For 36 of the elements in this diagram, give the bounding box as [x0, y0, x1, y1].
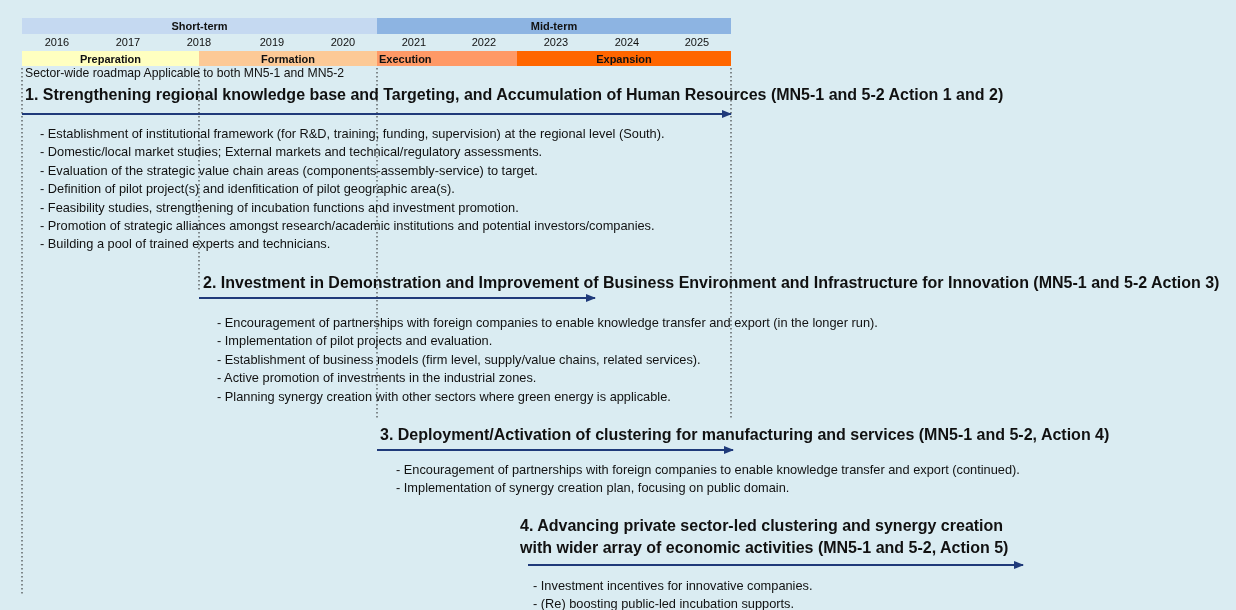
- year-label: 2024: [613, 35, 641, 49]
- year-label: 2021: [400, 35, 428, 49]
- bullet-text: - Implementation of pilot projects and evaluation.: [217, 333, 493, 349]
- period-band: Mid-term: [377, 18, 731, 34]
- year-label: 2018: [185, 35, 213, 49]
- action-heading: 2. Investment in Demonstration and Improvement of Business Environment and Infrastructure for Innovation (MN5-1 and 5-2 Action 3): [203, 273, 1220, 293]
- action-heading: 1. Strengthening regional knowledge base and Targeting, and Accumulation of Human Resources (MN5-1 and 5-2 Action 1 and 2): [25, 85, 1004, 105]
- action-heading: 4. Advancing private sector-led clustering and synergy creation with wider array of economic activities (MN5-1 and 5-2, Action 5): [520, 516, 1010, 558]
- phase-bar: Expansion: [517, 51, 731, 66]
- bullet-text: - Encouragement of partnerships with foreign companies to enable knowledge transfer and export (continued).: [396, 462, 1020, 477]
- year-label: 2022: [470, 35, 498, 49]
- bullet-text: - Planning synergy creation with other sectors where green energy is applicable.: [217, 388, 671, 404]
- bullet-text: - Feasibility studies, strengthening of incubation functions and investment promotion.: [40, 199, 519, 215]
- bullet-text: - Domestic/local market studies; External markets and technical/regulatory assessments.: [40, 144, 543, 160]
- bullet-text: - Investment incentives for innovative companies.: [533, 578, 813, 593]
- bullet-text: - Active promotion of investments in the industrial zones.: [217, 370, 537, 386]
- phase-bar: Execution: [377, 51, 517, 66]
- year-label: 2017: [114, 35, 142, 49]
- phase-bar: Preparation: [22, 51, 199, 66]
- bullet-text: - Encouragement of partnerships with foreign companies to enable knowledge transfer and export (in the longer run).: [217, 315, 878, 330]
- year-label: 2016: [43, 35, 71, 49]
- bullet-text: - Evaluation of the strategic value chain areas (components-assembly-service) to target.: [40, 162, 538, 178]
- bullet-text: - Establishment of institutional framework (for R&D, training, funding, supervision) at the regional level (South).: [40, 126, 665, 141]
- bullet-text: - Establishment of business models (firm level, supply/value chains, related services).: [217, 351, 701, 367]
- phase-bar: Formation: [199, 51, 377, 66]
- bullet-text: - Definition of pilot project(s) and idenfitication of pilot geographic area(s).: [40, 181, 455, 197]
- year-label: 2020: [329, 35, 357, 49]
- action-heading: 3. Deployment/Activation of clustering for manufacturing and services (MN5-1 and 5-2, Action 4): [380, 425, 1110, 445]
- bullet-text: - Promotion of strategic alliances amongst research/academic institutions and potential investors/companies.: [40, 218, 655, 233]
- period-band: Short-term: [22, 18, 377, 34]
- bullet-text: - Implementation of synergy creation plan, focusing on public domain.: [396, 480, 790, 496]
- year-label: 2019: [258, 35, 286, 49]
- note-text: Sector-wide roadmap Applicable to both MN5-1 and MN5-2: [25, 67, 345, 80]
- year-label: 2023: [542, 35, 570, 49]
- bullet-text: - Building a pool of trained experts and technicians.: [40, 236, 331, 252]
- year-label: 2025: [683, 35, 711, 49]
